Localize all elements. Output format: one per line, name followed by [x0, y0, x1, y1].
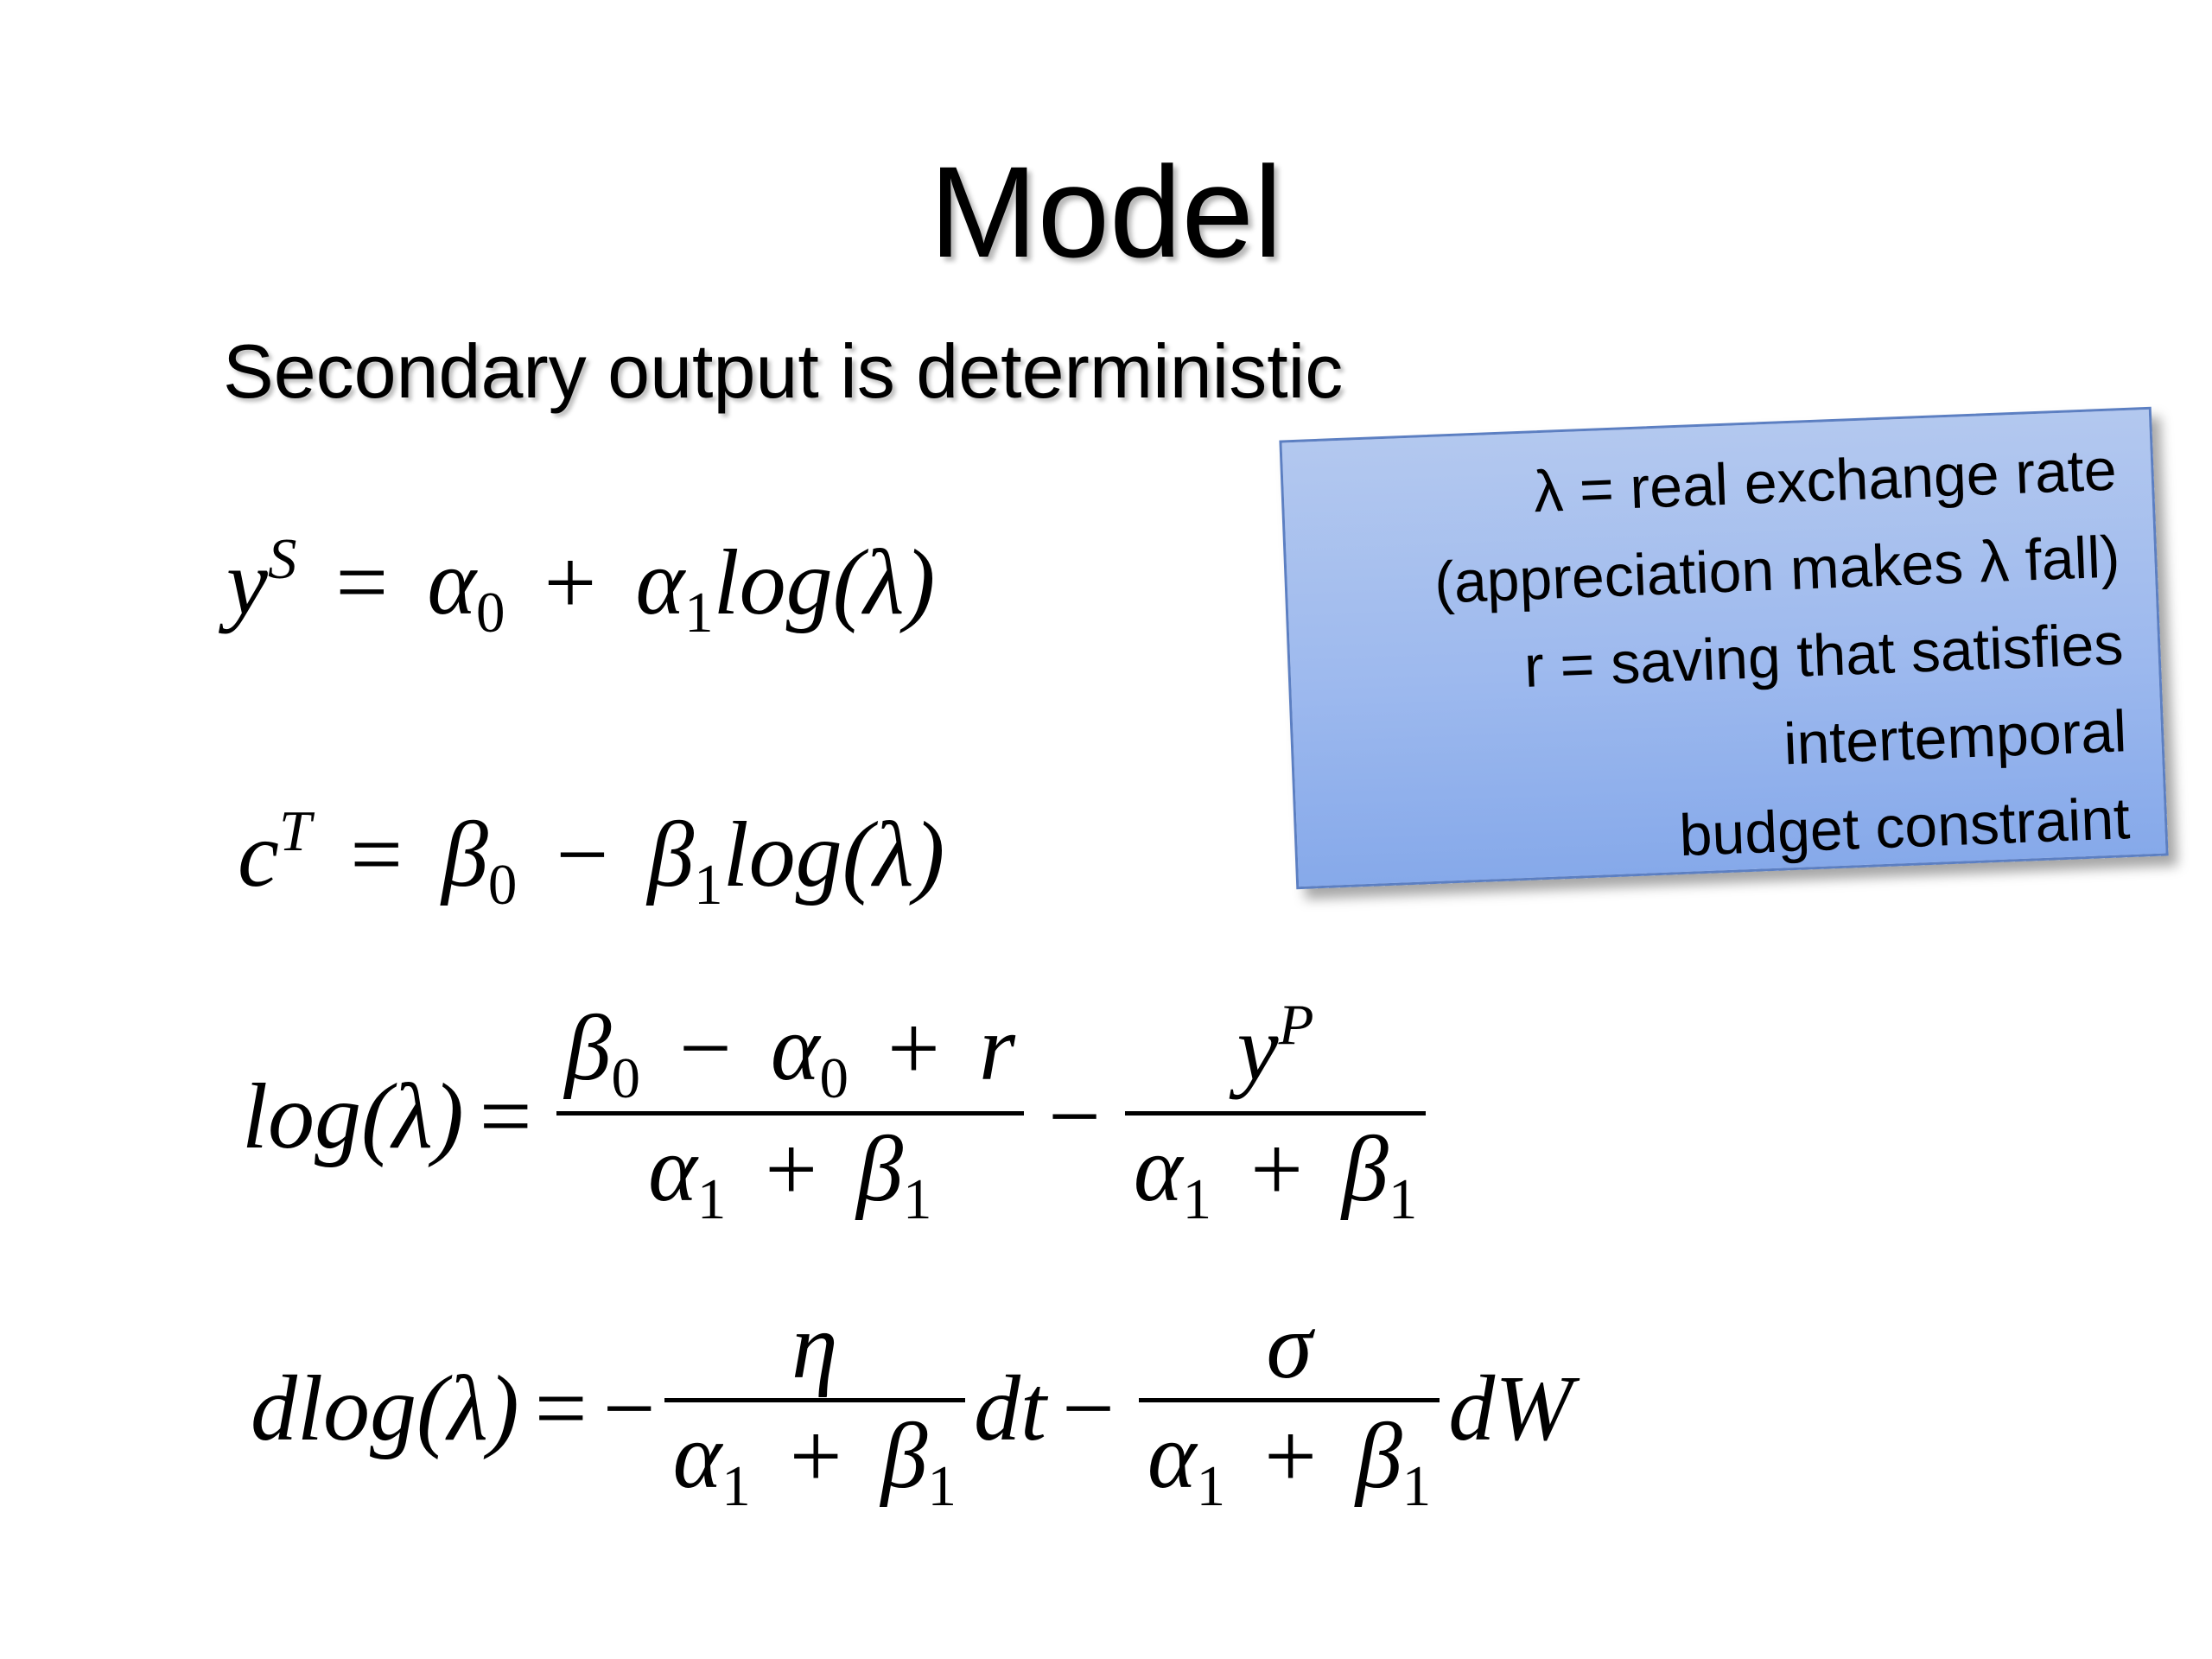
slide-subtitle: Secondary output is deterministic — [223, 328, 1344, 414]
eq3-fraction-2: yP α1 + β1 — [1124, 993, 1427, 1236]
eq4-dW: dW — [1448, 1357, 1573, 1460]
eq3-den1-beta: β — [856, 1118, 904, 1221]
eq3-den1-plus: + — [765, 1118, 818, 1221]
eq4-dt: dt — [973, 1357, 1046, 1460]
eq4-lhs: dlog(λ) — [251, 1357, 519, 1460]
eq4-fraction-1: η α1 + β1 — [664, 1296, 965, 1522]
eq3-plus-inner: + — [887, 997, 940, 1100]
eq3-r: r — [978, 997, 1015, 1100]
eq1-equals: = — [335, 531, 389, 634]
eq4-den1-beta-sub: 1 — [927, 1454, 957, 1519]
eq2-beta0-sub: 0 — [487, 853, 518, 918]
eq3-frac2-denominator: α1 + β1 — [1125, 1116, 1426, 1236]
eq3-alpha: α — [770, 997, 820, 1100]
eq4-minus: − — [1061, 1357, 1115, 1460]
eq4-equals: = — [534, 1357, 588, 1460]
eq3-frac1-bar — [556, 1111, 1024, 1116]
eq1-lhs-sup: S — [267, 526, 297, 591]
eq3-beta: β — [564, 997, 612, 1100]
eq3-fraction-1: β0 − α0 + r α1 + β1 — [556, 998, 1024, 1236]
eq4-frac1-denominator: α1 + β1 — [664, 1402, 965, 1522]
eq3-den1-alpha-sub: 1 — [696, 1167, 727, 1232]
eq4-den2-beta: β — [1356, 1405, 1402, 1508]
eq4-frac1-numerator: η — [791, 1295, 838, 1398]
eq3-den2-beta-sub: 1 — [1388, 1167, 1418, 1232]
eq3-frac1-denominator: α1 + β1 — [639, 1116, 940, 1236]
eq2-lhs: c — [238, 804, 279, 906]
eq1-lhs: y — [226, 531, 268, 634]
eq4-den2-alpha-sub: 1 — [1196, 1454, 1226, 1519]
eq3-minus: − — [1047, 1065, 1101, 1168]
eq3-alpha-sub: 0 — [819, 1046, 849, 1111]
eq3-den2-beta: β — [1342, 1118, 1389, 1221]
eq2-minus: − — [556, 804, 609, 906]
definition-callout: λ = real exchange rate (appreciation mak… — [1279, 406, 2169, 890]
eq4-frac2-bar — [1138, 1398, 1440, 1402]
eq3-den1-alpha: α — [648, 1118, 697, 1221]
eq4-frac1-bar — [664, 1398, 965, 1402]
eq1-alpha0: α — [427, 531, 477, 634]
eq1-alpha1: α — [635, 531, 685, 634]
equation-tradable-consumption: cT = β0 − β1log(λ) — [238, 799, 944, 923]
eq2-beta1-sub: 1 — [694, 853, 723, 918]
eq2-equals: = — [350, 804, 404, 906]
eq3-lhs: log(λ) — [242, 1065, 464, 1168]
equation-log-lambda: log(λ) = β0 − α0 + r α1 + β1 − yP — [242, 993, 1434, 1236]
eq1-log: log(λ) — [713, 531, 936, 634]
eq3-den2-alpha-sub: 1 — [1182, 1167, 1212, 1232]
eq3-den2-alpha: α — [1133, 1118, 1183, 1221]
eq2-lhs-sup: T — [278, 798, 312, 863]
eq1-alpha0-sub: 0 — [476, 581, 505, 645]
eq3-frac2-numerator: yP — [1229, 993, 1323, 1111]
eq4-den1-beta: β — [880, 1405, 928, 1508]
eq3-minus-inner: − — [678, 997, 732, 1100]
eq4-den1-alpha: α — [672, 1405, 722, 1508]
eq4-neg: − — [602, 1357, 656, 1460]
eq1-alpha1-sub: 1 — [684, 581, 714, 645]
eq4-den2-beta-sub: 1 — [1402, 1454, 1432, 1519]
eq3-y: y — [1236, 997, 1279, 1100]
eq3-y-sup: P — [1278, 992, 1314, 1057]
eq4-den2-plus: + — [1264, 1405, 1317, 1508]
eq2-beta1: β — [647, 804, 695, 906]
eq4-fraction-2: σ α1 + β1 — [1138, 1295, 1440, 1522]
equation-dlog-lambda: dlog(λ) = − η α1 + β1 dt − σ α1 + β1 dW — [251, 1296, 1573, 1522]
eq1-plus: + — [543, 531, 597, 634]
slide-title: Model — [929, 139, 1283, 284]
eq3-den1-beta-sub: 1 — [903, 1167, 932, 1232]
eq4-frac2-numerator: σ — [1266, 1295, 1313, 1398]
eq3-frac2-bar — [1124, 1111, 1427, 1116]
eq4-den1-alpha-sub: 1 — [721, 1454, 751, 1519]
eq4-den1-plus: + — [789, 1405, 842, 1508]
eq3-den2-plus: + — [1250, 1118, 1304, 1221]
eq3-beta-sub: 0 — [611, 1046, 640, 1111]
eq3-equals: = — [479, 1065, 532, 1168]
eq3-frac1-numerator: β0 − α0 + r — [556, 998, 1024, 1111]
eq4-frac2-denominator: α1 + β1 — [1139, 1402, 1440, 1522]
eq4-den2-alpha: α — [1147, 1405, 1197, 1508]
eq2-beta0: β — [442, 804, 488, 906]
equation-secondary-output: yS = α0 + α1log(λ) — [226, 527, 935, 651]
eq2-log: log(λ) — [722, 804, 945, 906]
